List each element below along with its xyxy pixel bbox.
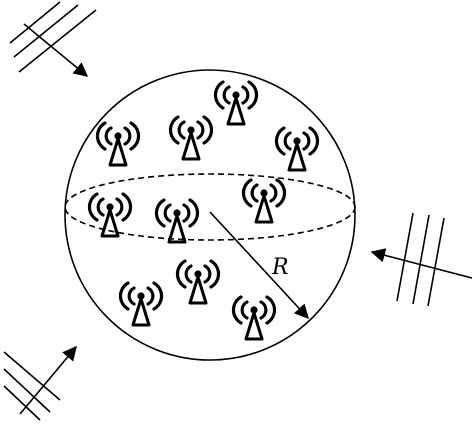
radio-tower-icon: [175, 259, 221, 305]
radio-tower-icon: [118, 281, 164, 327]
wave-arrow: [370, 248, 473, 279]
radio-tower-icon: [168, 115, 214, 161]
radius-arrow: [209, 211, 309, 320]
radius-label: R: [271, 255, 289, 280]
radio-tower-icon: [213, 80, 259, 126]
radio-tower-icon: [241, 178, 287, 224]
wave-arrow: [19, 345, 77, 415]
radio-tower-icon: [274, 126, 320, 172]
radio-tower-icon: [154, 198, 200, 244]
radio-tower-icon: [231, 295, 277, 341]
radio-tower-icon: [95, 121, 141, 167]
plane-wave-right: [370, 212, 473, 307]
antenna-group: [87, 80, 320, 341]
plane-wave-bottom-left: [3, 345, 77, 421]
wave-arrow: [23, 23, 89, 77]
radio-tower-icon: [87, 192, 133, 238]
dashed-equator: [64, 173, 356, 241]
plane-wave-top-left: [9, 1, 97, 77]
sphere-outline: [64, 69, 356, 361]
